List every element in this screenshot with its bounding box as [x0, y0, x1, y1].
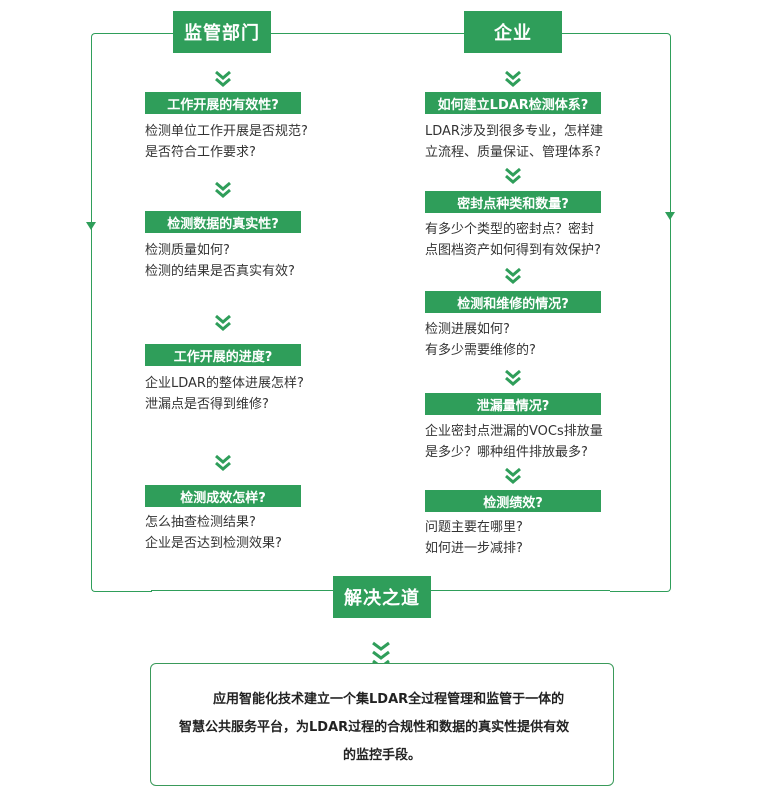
- right-item-3-desc: 检测进展如何? 有多少需要维修的?: [425, 322, 536, 358]
- double-chevron-down-icon: [215, 70, 231, 87]
- double-chevron-down-icon: [215, 454, 231, 471]
- solution-line-1: 应用智能化技术建立一个集LDAR全过程管理和监管于一体的: [213, 692, 565, 707]
- solution-line-3: 的监控手段。: [343, 748, 422, 763]
- flow-arrow-left: [86, 222, 96, 230]
- double-chevron-down-icon: [215, 181, 231, 198]
- left-item-2-desc: 检测质量如何? 检测的结果是否真实有效?: [145, 243, 295, 279]
- header-solution: 解决之道: [333, 576, 431, 618]
- header-regulator: 监管部门: [173, 11, 271, 53]
- solution-box: 应用智能化技术建立一个集LDAR全过程管理和监管于一体的 智慧公共服务平台，为L…: [150, 663, 614, 786]
- left-item-3-desc: 企业LDAR的整体进展怎样? 泄漏点是否得到维修?: [145, 376, 304, 412]
- right-item-2-desc: 有多少个类型的密封点？密封 点图档资产如何得到有效保护?: [425, 222, 601, 258]
- double-chevron-down-icon: [505, 467, 521, 484]
- right-item-3-label: 检测和维修的情况?: [425, 291, 601, 313]
- header-enterprise: 企业: [464, 11, 562, 53]
- right-item-4-label: 泄漏量情况?: [425, 393, 601, 415]
- right-item-1-desc: LDAR涉及到很多专业，怎样建 立流程、质量保证、管理体系?: [425, 124, 603, 160]
- double-chevron-down-icon: [505, 167, 521, 184]
- right-item-2-label: 密封点种类和数量?: [425, 191, 601, 213]
- right-item-5-label: 检测绩效?: [425, 490, 601, 512]
- right-item-4-desc: 企业密封点泄漏的VOCs排放量 是多少？哪种组件排放最多?: [425, 424, 603, 460]
- left-item-2-label: 检测数据的真实性?: [145, 211, 301, 233]
- flow-top-line: [151, 33, 610, 34]
- solution-line-2: 智慧公共服务平台，为LDAR过程的合规性和数据的真实性提供有效: [179, 720, 570, 735]
- flow-loop-right: [610, 33, 671, 592]
- left-item-1-desc: 检测单位工作开展是否规范? 是否符合工作要求?: [145, 124, 308, 160]
- double-chevron-down-icon: [505, 70, 521, 87]
- left-item-4-desc: 怎么抽查检测结果? 企业是否达到检测效果?: [145, 515, 282, 551]
- flow-loop-left: [91, 33, 152, 592]
- flow-arrow-right: [665, 212, 675, 220]
- left-item-3-label: 工作开展的进度?: [145, 344, 301, 366]
- right-item-1-label: 如何建立LDAR检测体系?: [425, 92, 601, 114]
- double-chevron-down-icon: [505, 369, 521, 386]
- left-item-4-label: 检测成效怎样?: [145, 485, 301, 507]
- left-item-1-label: 工作开展的有效性?: [145, 92, 301, 114]
- right-item-5-desc: 问题主要在哪里? 如何进一步减排?: [425, 520, 523, 556]
- double-chevron-down-icon: [215, 314, 231, 331]
- double-chevron-down-icon: [505, 267, 521, 284]
